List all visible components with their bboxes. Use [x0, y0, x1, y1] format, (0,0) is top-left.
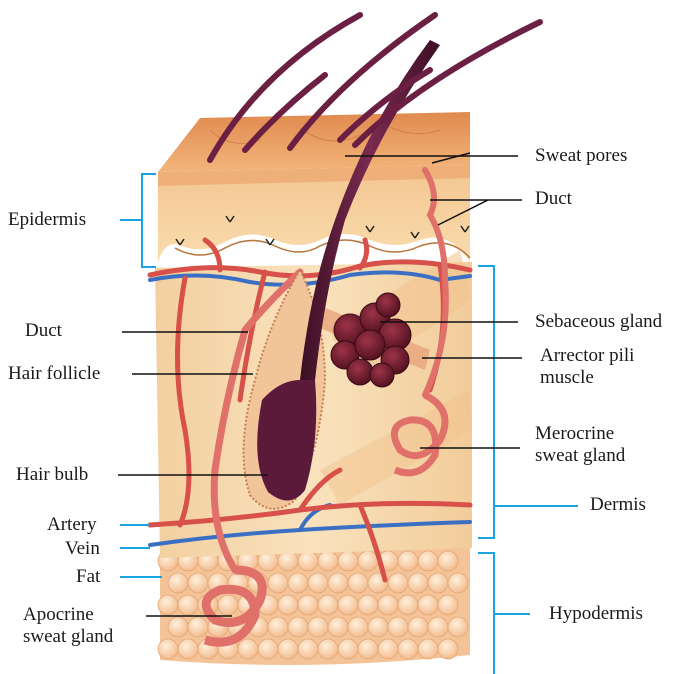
fat-cell [438, 595, 458, 615]
label-apocrine-line2: sweat gland [23, 626, 153, 648]
fat-cell [298, 639, 318, 659]
label-epidermis: Epidermis [8, 209, 86, 231]
fat-cell [398, 595, 418, 615]
fat-cell [258, 639, 278, 659]
label-arrector-pili-line2: muscle [540, 367, 690, 389]
fat-cell [348, 617, 368, 637]
fat-cell [218, 595, 238, 615]
fat-cell [288, 617, 308, 637]
fat-cell [338, 595, 358, 615]
fat-cell [188, 573, 208, 593]
fat-cell [378, 595, 398, 615]
fat-cell [448, 617, 468, 637]
fat-cell [348, 573, 368, 593]
fat-cell [438, 551, 458, 571]
fat-cell [318, 595, 338, 615]
fat-cell [418, 551, 438, 571]
fat-cell [178, 639, 198, 659]
label-hypodermis: Hypodermis [549, 603, 643, 625]
fat-cell [268, 617, 288, 637]
fat-cell [308, 617, 328, 637]
label-merocrine-sweat-gland: Merocrine sweat gland [535, 423, 685, 467]
fat-cell [388, 573, 408, 593]
fat-cell [408, 573, 428, 593]
fat-cell [268, 573, 288, 593]
fat-cell [398, 639, 418, 659]
fat-cell [308, 573, 328, 593]
fat-cell [158, 639, 178, 659]
fat-cell [408, 617, 428, 637]
fat-cell [358, 639, 378, 659]
fat-cell [338, 551, 358, 571]
fat-cell [368, 617, 388, 637]
label-hair-bulb: Hair bulb [16, 464, 88, 486]
label-merocrine-line2: sweat gland [535, 445, 685, 467]
label-sebaceous-gland: Sebaceous gland [535, 311, 662, 333]
fat-cell [448, 573, 468, 593]
fat-cell [298, 551, 318, 571]
label-apocrine-line1: Apocrine [23, 604, 153, 626]
fat-cell [328, 573, 348, 593]
label-vein: Vein [65, 538, 100, 560]
label-fat: Fat [76, 566, 100, 588]
label-duct-left: Duct [25, 320, 62, 342]
fat-cell [158, 595, 178, 615]
fat-cell [278, 595, 298, 615]
label-arrector-pili-muscle: Arrector pili muscle [540, 345, 690, 389]
fat-cell [358, 551, 378, 571]
fat-cell [398, 551, 418, 571]
fat-cell [318, 551, 338, 571]
label-dermis: Dermis [590, 494, 646, 516]
label-sweat-pores: Sweat pores [535, 145, 627, 167]
fat-cell [378, 639, 398, 659]
fat-cell [388, 617, 408, 637]
fat-cell [188, 617, 208, 637]
fat-cell [428, 573, 448, 593]
epidermis-layer [158, 165, 470, 262]
label-artery: Artery [47, 514, 97, 536]
fat-cell [238, 639, 258, 659]
label-hair-follicle: Hair follicle [8, 363, 100, 385]
fat-cell [178, 595, 198, 615]
fat-cell [428, 617, 448, 637]
fat-cell [418, 639, 438, 659]
label-duct-right: Duct [535, 188, 572, 210]
fat-cell [338, 639, 358, 659]
fat-cell [328, 617, 348, 637]
fat-cell [278, 639, 298, 659]
fat-cell [298, 595, 318, 615]
fat-cell [318, 639, 338, 659]
fat-cell [168, 573, 188, 593]
fat-cell [358, 595, 378, 615]
label-apocrine-sweat-gland: Apocrine sweat gland [23, 604, 153, 648]
label-arrector-pili-line1: Arrector pili [540, 345, 690, 367]
fat-cell [438, 639, 458, 659]
fat-cell [288, 573, 308, 593]
fat-cell [168, 617, 188, 637]
fat-cell [418, 595, 438, 615]
label-merocrine-line1: Merocrine [535, 423, 685, 445]
